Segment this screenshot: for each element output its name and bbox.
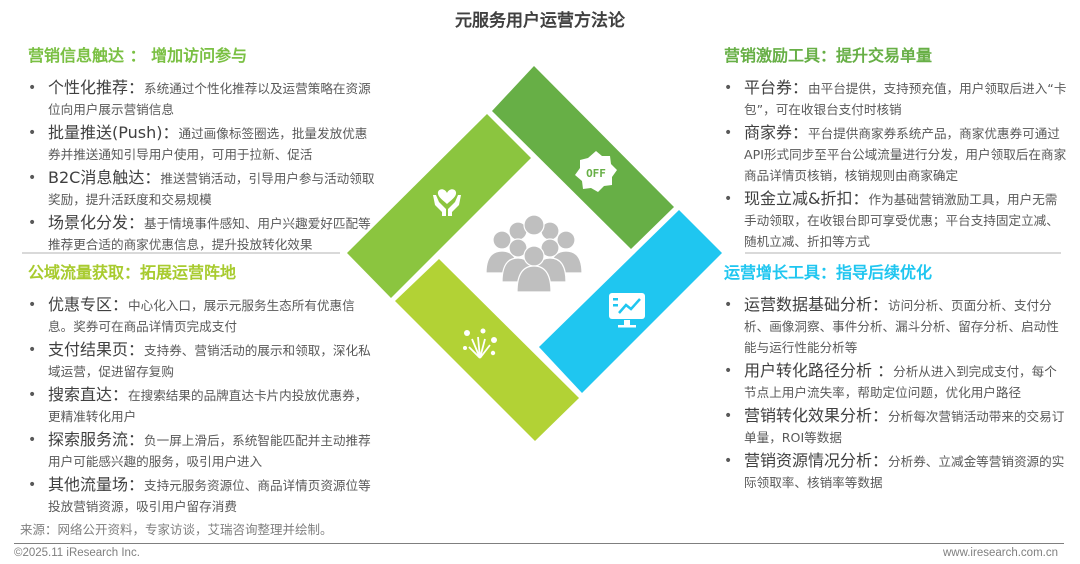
item-label: 其他流量场： <box>48 475 145 494</box>
item-description: 在搜索结果的品牌直达卡片内投放优惠券，更精准转化用户 <box>48 388 368 424</box>
item-label: 运营数据基础分析： <box>744 295 889 314</box>
footer-divider <box>14 543 1064 544</box>
item-label: 用户转化路径分析 ： <box>744 361 894 380</box>
list-item: 商家券：平台提供商家券系统产品，商家优惠券可通过API形式同步至平台公域流量进行… <box>724 123 1068 186</box>
item-label: 营销资源情况分析： <box>744 451 889 470</box>
list-item: 用户转化路径分析 ：分析从进入到完成支付，每个节点上用户流失率，帮助定位问题，优… <box>724 361 1068 403</box>
item-label: 营销转化效果分析： <box>744 406 889 425</box>
item-description: 支持券、营销活动的展示和领取，深化私域运营，促进留存复购 <box>48 343 371 379</box>
item-label: 搜索直达： <box>48 385 129 404</box>
off-badge-text: OFF <box>586 167 606 180</box>
off-badge-icon: OFF <box>575 151 617 192</box>
page-title: 元服务用户运营方法论 <box>455 11 625 31</box>
item-label: B2C消息触达： <box>48 168 161 187</box>
item-label: 探索服务流： <box>48 430 145 449</box>
item-label: 支付结果页： <box>48 340 145 359</box>
section-heading: 运营增长工具：指导后续优化 <box>724 263 933 282</box>
list-item: 平台券：由平台提供，支持预充值，用户领取后进入“卡包”，可在收银台支付时核销 <box>724 78 1068 120</box>
list-item: B2C消息触达：推送营销活动，引导用户参与活动领取奖励，提升活跃度和交易规模 <box>28 168 376 210</box>
item-description: 分析从进入到完成支付，每个节点上用户流失率，帮助定位问题，优化用户路径 <box>744 364 1057 400</box>
divider <box>22 252 340 254</box>
source-note: 来源：网络公开资料，专家访谈，艾瑞咨询整理并绘制。 <box>20 522 333 537</box>
fireworks-icon <box>463 328 497 359</box>
copyright: ©2025.11 iResearch Inc. <box>14 547 140 559</box>
list-item: 探索服务流：负一屏上滑后，系统智能匹配并主动推荐用户可能感兴趣的服务，吸引用户进… <box>28 430 376 472</box>
section-traffic: 公域流量获取：拓展运营阵地 优惠专区：中心化入口，展示元服务生态所有优惠信息。奖… <box>28 261 378 520</box>
item-label: 个性化推荐： <box>48 78 145 97</box>
item-description: 由平台提供，支持预充值，用户领取后进入“卡包”，可在收银台支付时核销 <box>744 81 1067 117</box>
section-incentive: 营销激励工具：提升交易单量 平台券：由平台提供，支持预充值，用户领取后进入“卡包… <box>724 44 1069 255</box>
section-heading: 营销信息触达 ： 增加访问参与 <box>28 46 248 65</box>
section-heading: 营销激励工具：提升交易单量 <box>724 46 933 65</box>
section-touch: 营销信息触达 ： 增加访问参与 个性化推荐：系统通过个性化推荐以及运营策略在资源… <box>28 44 378 258</box>
list-item: 现金立减&折扣：作为基础营销激励工具，用户无需手动领取，在收银台即可享受优惠；平… <box>724 189 1068 252</box>
list-item: 个性化推荐：系统通过个性化推荐以及运营策略在资源位向用户展示营销信息 <box>28 78 376 120</box>
item-label: 平台券： <box>744 78 809 97</box>
incentive-list: 平台券：由平台提供，支持预充值，用户领取后进入“卡包”，可在收银台支付时核销商家… <box>724 78 1068 252</box>
traffic-list: 优惠专区：中心化入口，展示元服务生态所有优惠信息。奖券可在商品详情页完成支付支付… <box>28 295 376 517</box>
growth-list: 运营数据基础分析：访问分析、页面分析、支付分析、画像洞察、事件分析、漏斗分析、留… <box>724 295 1068 493</box>
heart-hands-icon <box>433 189 461 216</box>
list-item: 优惠专区：中心化入口，展示元服务生态所有优惠信息。奖券可在商品详情页完成支付 <box>28 295 376 337</box>
item-label: 商家券： <box>744 123 809 142</box>
section-heading: 公域流量获取：拓展运营阵地 <box>28 263 237 282</box>
item-description: 分析券、立减金等营销资源的实际领取率、核销率等数据 <box>744 454 1065 490</box>
item-description: 分析每次营销活动带来的交易订单量，ROI等数据 <box>744 409 1065 445</box>
item-description: 系统通过个性化推荐以及运营策略在资源位向用户展示营销信息 <box>48 81 371 117</box>
item-description: 支持元服务资源位、商品详情页资源位等投放营销资源，吸引用户留存消费 <box>48 478 371 514</box>
list-item: 运营数据基础分析：访问分析、页面分析、支付分析、画像洞察、事件分析、漏斗分析、留… <box>724 295 1068 358</box>
item-description: 访问分析、页面分析、支付分析、画像洞察、事件分析、漏斗分析、留存分析、启动性能与… <box>744 298 1059 355</box>
item-label: 批量推送(Push)： <box>48 123 179 142</box>
people-group-icon <box>485 214 583 293</box>
list-item: 营销转化效果分析：分析每次营销活动带来的交易订单量，ROI等数据 <box>724 406 1068 448</box>
item-description: 平台提供商家券系统产品，商家优惠券可通过API形式同步至平台公域流量进行分发，用… <box>744 126 1067 183</box>
item-description: 推送营销活动，引导用户参与活动领取奖励，提升活跃度和交易规模 <box>48 171 375 207</box>
list-item: 支付结果页：支持券、营销活动的展示和领取，深化私域运营，促进留存复购 <box>28 340 376 382</box>
item-description: 基于情境事件感知、用户兴趣爱好匹配等推荐更合适的商家优惠信息，提升投放转化效果 <box>48 216 371 252</box>
item-label: 现金立减&折扣： <box>744 189 869 208</box>
website-link[interactable]: www.iresearch.com.cn <box>942 547 1058 559</box>
divider <box>745 252 1061 254</box>
item-label: 场景化分发： <box>48 213 145 232</box>
analytics-monitor-icon <box>609 293 645 328</box>
item-description: 作为基础营销激励工具，用户无需手动领取，在收银台即可享受优惠；平台支持固定立减、… <box>744 192 1059 249</box>
incentive-bar <box>492 66 674 249</box>
list-item: 批量推送(Push)：通过画像标签圈选，批量发放优惠券并推送通知引导用户使用，可… <box>28 123 376 165</box>
list-item: 其他流量场：支持元服务资源位、商品详情页资源位等投放营销资源，吸引用户留存消费 <box>28 475 376 517</box>
list-item: 搜索直达：在搜索结果的品牌直达卡片内投放优惠券，更精准转化用户 <box>28 385 376 427</box>
list-item: 营销资源情况分析：分析券、立减金等营销资源的实际领取率、核销率等数据 <box>724 451 1068 493</box>
item-label: 优惠专区： <box>48 295 129 314</box>
touch-list: 个性化推荐：系统通过个性化推荐以及运营策略在资源位向用户展示营销信息批量推送(P… <box>28 78 376 255</box>
item-description: 负一屏上滑后，系统智能匹配并主动推荐用户可能感兴趣的服务，吸引用户进入 <box>48 433 371 469</box>
item-description: 通过画像标签圈选，批量发放优惠券并推送通知引导用户使用，可用于拉新、促活 <box>48 126 368 162</box>
section-growth: 运营增长工具：指导后续优化 运营数据基础分析：访问分析、页面分析、支付分析、画像… <box>724 261 1069 496</box>
item-description: 中心化入口，展示元服务生态所有优惠信息。奖券可在商品详情页完成支付 <box>48 298 355 334</box>
list-item: 场景化分发：基于情境事件感知、用户兴趣爱好匹配等推荐更合适的商家优惠信息，提升投… <box>28 213 376 255</box>
